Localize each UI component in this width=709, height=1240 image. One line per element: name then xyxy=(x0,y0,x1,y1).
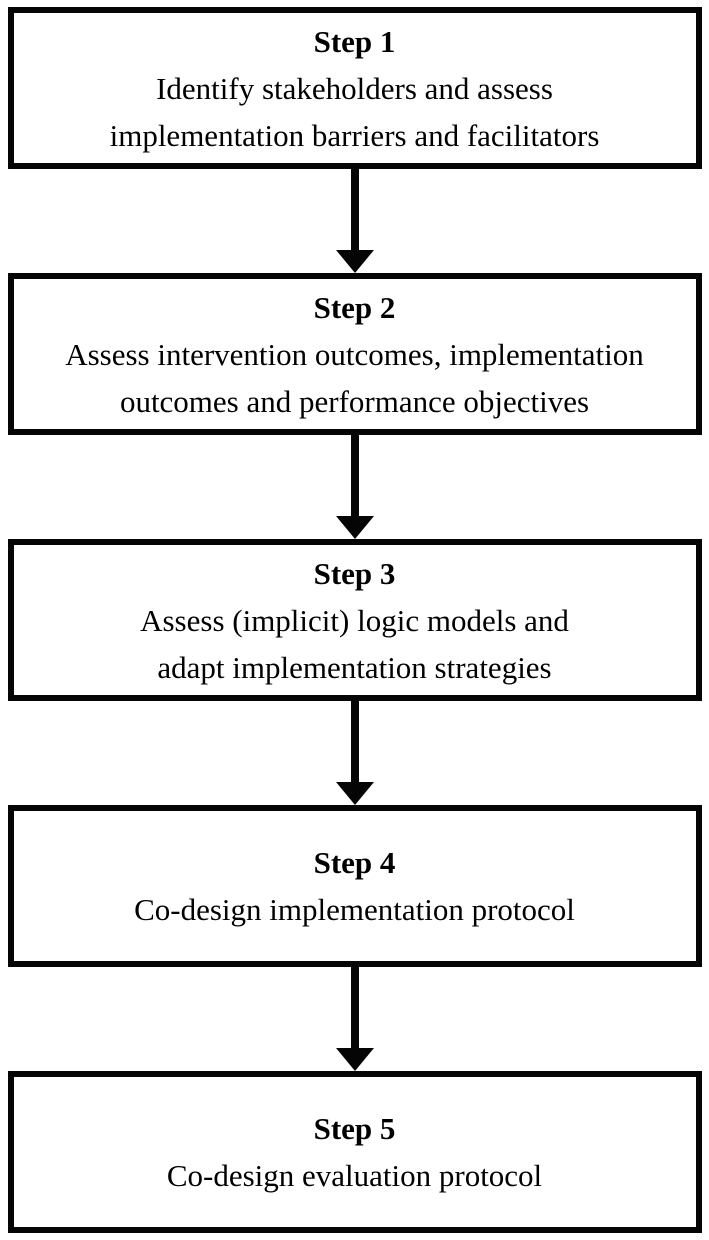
step-4-title: Step 4 xyxy=(313,845,396,880)
step-5-text-line: Co-design evaluation protocol xyxy=(166,1158,543,1193)
down-arrow-4 xyxy=(8,967,702,1071)
step-3-text-line: adapt implementation strategies xyxy=(157,649,552,685)
arrow-shaft xyxy=(350,701,359,782)
step-3-text-line: Assess (implicit) logic models and xyxy=(140,602,569,638)
step-3-box: Step 3 Assess (implicit) logic models an… xyxy=(7,539,702,701)
arrow-head-icon xyxy=(335,1048,374,1071)
step-1-box: Step 1 Identify stakeholders and assess … xyxy=(7,7,702,169)
step-5-box: Step 5 Co-design evaluation protocol xyxy=(7,1071,702,1233)
step-2-text-line: outcomes and performance objectives xyxy=(119,383,590,419)
step-5-title: Step 5 xyxy=(313,1111,396,1146)
step-2-title: Step 2 xyxy=(313,289,396,325)
arrow-head-icon xyxy=(335,782,374,805)
arrow-head-icon xyxy=(335,250,374,273)
step-1-title: Step 1 xyxy=(313,23,396,59)
step-3-title: Step 3 xyxy=(313,555,396,591)
arrow-shaft xyxy=(350,435,359,516)
down-arrow-3 xyxy=(8,701,702,805)
step-4-text-line: Co-design implementation protocol xyxy=(134,892,575,927)
arrow-head-icon xyxy=(335,516,374,539)
step-4-box: Step 4 Co-design implementation protocol xyxy=(7,805,702,967)
step-2-text-line: Assess intervention outcomes, implementa… xyxy=(65,336,644,372)
down-arrow-2 xyxy=(8,435,702,539)
arrow-shaft xyxy=(350,169,359,250)
down-arrow-1 xyxy=(8,169,702,273)
step-1-text-line: Identify stakeholders and assess xyxy=(156,70,553,106)
arrow-shaft xyxy=(350,967,359,1048)
step-2-box: Step 2 Assess intervention outcomes, imp… xyxy=(7,273,702,435)
step-1-text-line: implementation barriers and facilitators xyxy=(109,117,600,153)
